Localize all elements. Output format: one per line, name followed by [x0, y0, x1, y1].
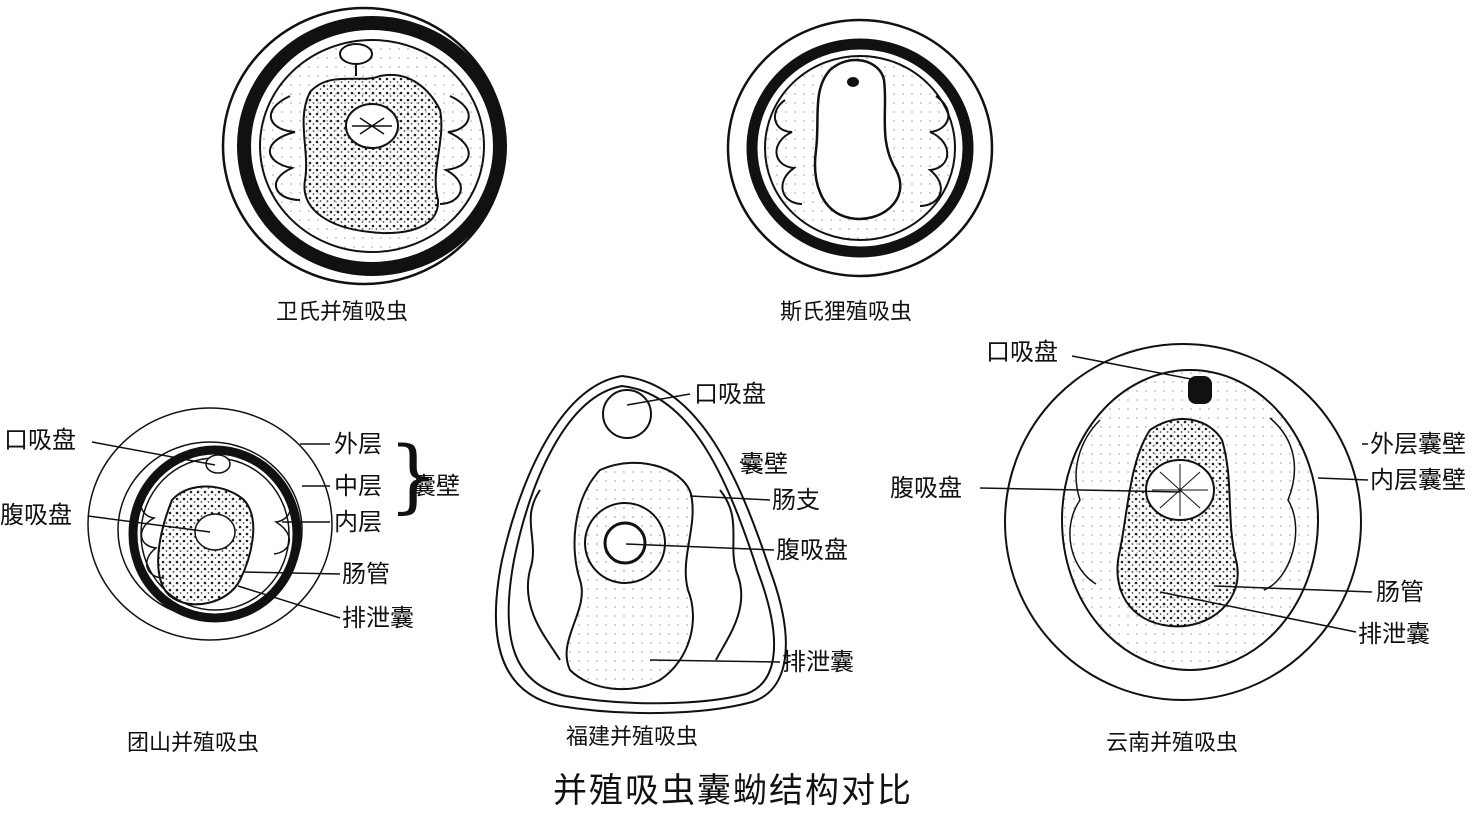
yunnan-label-intestine: 肠管 [1376, 578, 1424, 606]
tuanshan-label-outer-layer: 外层 [334, 430, 382, 458]
tuanshan-label-oral-sucker: 口吸盘 [4, 426, 76, 454]
fujian-label-intestinal-branch: 肠支 [772, 486, 820, 514]
caption-sishi: 斯氏狸殖吸虫 [780, 300, 913, 325]
tuanshan-leader-lines [87, 441, 341, 619]
figure-title: 并殖吸虫囊蚴结构对比 [553, 771, 913, 811]
sishi-cyst-drawing [726, 18, 994, 278]
tuanshan-brace: } [388, 429, 439, 522]
tuanshan-label-middle-layer: 中层 [334, 472, 382, 500]
fujian-label-cyst-wall: 囊壁 [740, 450, 788, 478]
fujian-label-ventral-sucker: 腹吸盘 [776, 536, 848, 564]
yunnan-label-inner-cyst-wall: 内层囊壁 [1370, 466, 1466, 494]
caption-yunnan: 云南并殖吸虫 [1106, 731, 1239, 756]
tuanshan-cyst-drawing [87, 407, 333, 641]
tuanshan-label-cyst-wall: 囊壁 [412, 472, 460, 500]
yunnan-label-excretory-bladder: 排泄囊 [1358, 620, 1430, 648]
tuanshan-label-ventral-sucker: 腹吸盘 [0, 501, 72, 529]
fujian-cyst-drawing [494, 374, 787, 715]
fujian-label-excretory-bladder: 排泄囊 [782, 648, 854, 676]
yunnan-label-oral-sucker: 口吸盘 [986, 338, 1058, 366]
yunnan-leader-lines [979, 355, 1373, 633]
fujian-leader-lines [625, 393, 781, 663]
tuanshan-label-inner-layer: 内层 [334, 508, 382, 536]
caption-fujian: 福建并殖吸虫 [566, 725, 699, 750]
yunnan-cyst-drawing [1004, 343, 1362, 701]
weishi-cyst-drawing [221, 6, 507, 286]
fujian-label-oral-sucker: 口吸盘 [694, 380, 766, 408]
tuanshan-label-intestine: 肠管 [342, 560, 390, 588]
tuanshan-label-excretory-bladder: 排泄囊 [342, 604, 414, 632]
yunnan-label-ventral-sucker: 腹吸盘 [890, 474, 962, 502]
caption-tuanshan: 团山并殖吸虫 [127, 731, 260, 756]
yunnan-label-outer-cyst-wall: 外层囊壁 [1370, 430, 1466, 458]
caption-weishi: 卫氏并殖吸虫 [276, 300, 409, 325]
